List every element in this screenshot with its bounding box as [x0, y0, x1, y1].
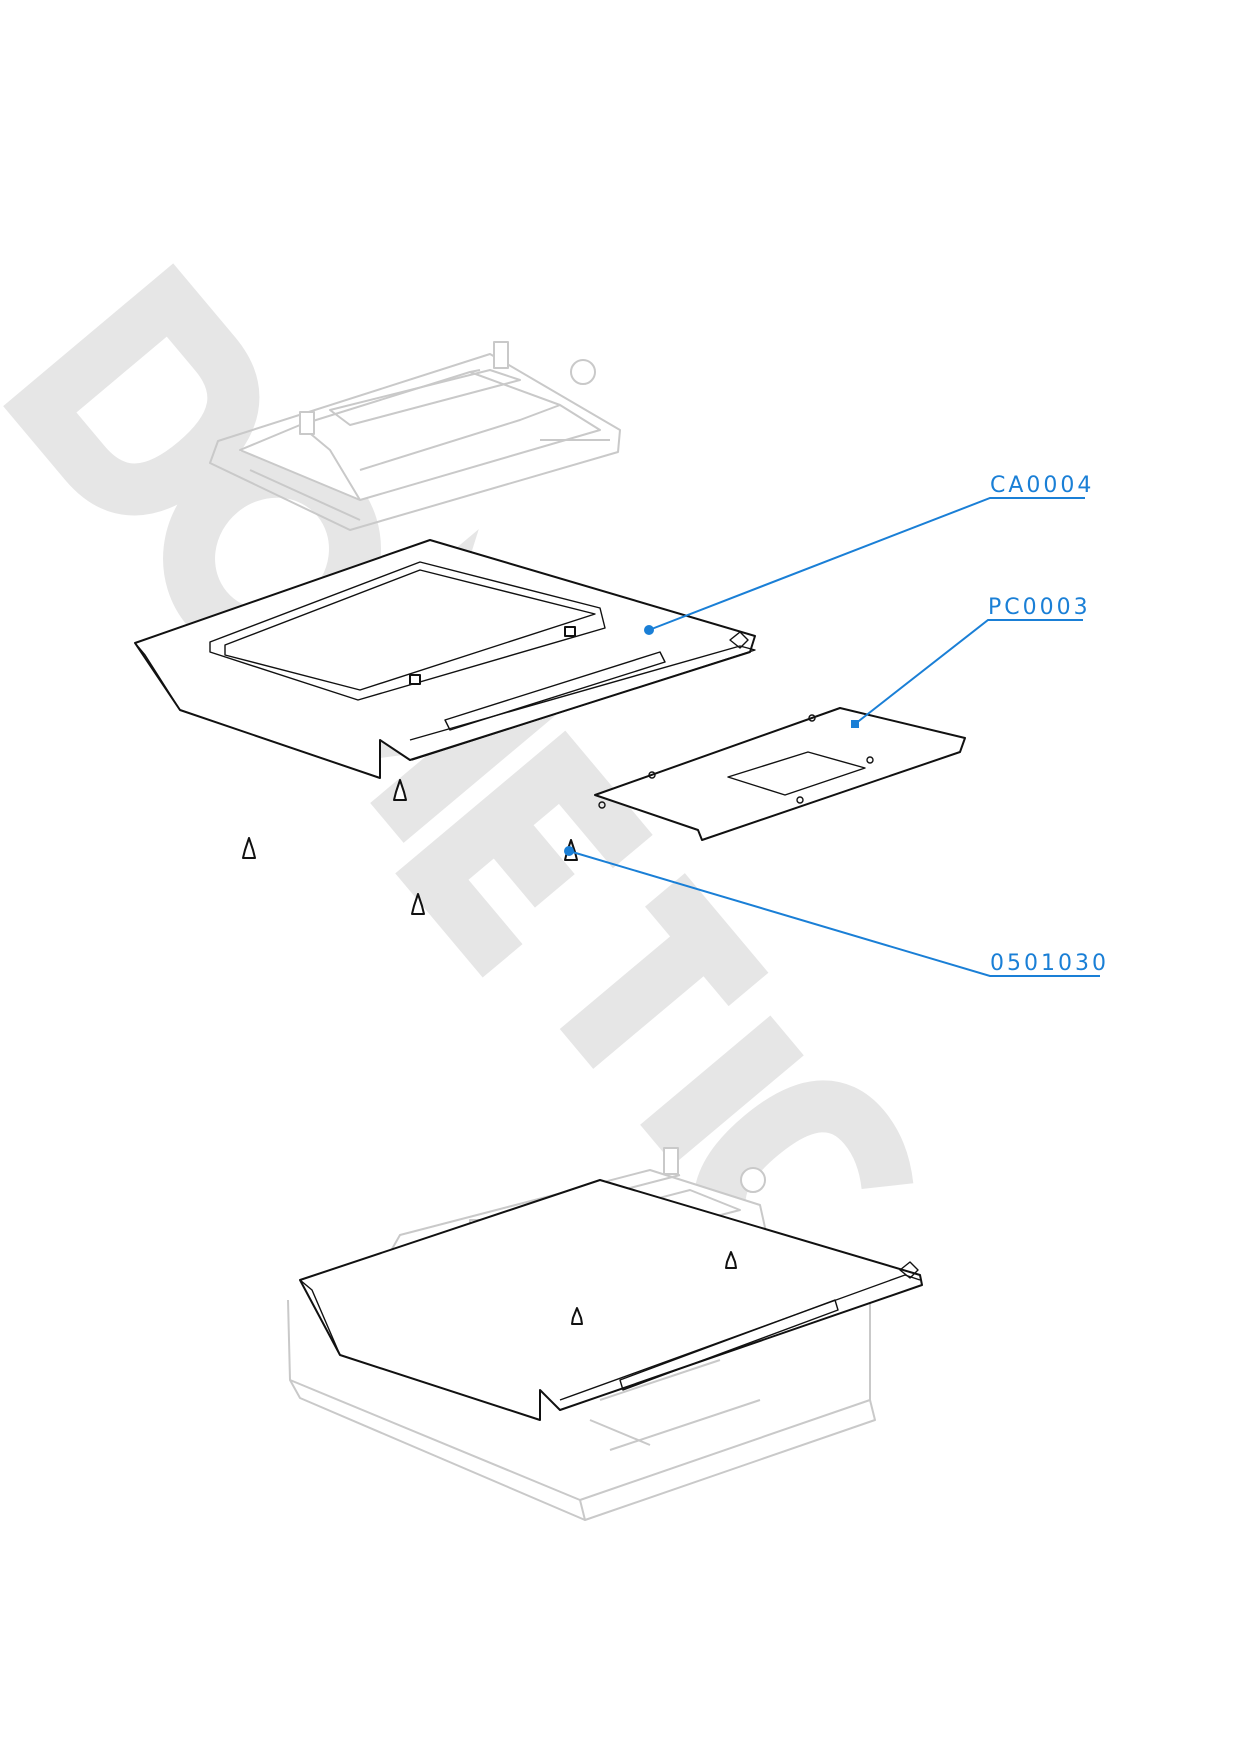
leader-line	[568, 850, 1100, 977]
pin-icon	[725, 1251, 737, 1269]
callout-ca0004: CA0004	[644, 473, 1094, 635]
callout-label-0501030: 0501030	[990, 951, 1109, 976]
leader-line	[648, 497, 1085, 631]
callout-label-pc0003: PC0003	[988, 595, 1091, 620]
leader-line	[854, 619, 1083, 725]
fastener-pins	[242, 779, 578, 915]
pin-icon	[393, 779, 407, 801]
plate-part	[594, 707, 966, 841]
pin-icon	[242, 837, 256, 859]
cover-tray-part	[134, 539, 756, 779]
upper-unit-outline	[209, 341, 621, 531]
callout-pc0003: PC0003	[851, 595, 1091, 728]
pin-icon	[571, 1307, 583, 1325]
pin-icon	[411, 893, 425, 915]
callout-0501030: 0501030	[564, 846, 1109, 977]
callout-label-ca0004: CA0004	[990, 473, 1094, 498]
assembled-unit	[287, 1147, 923, 1521]
